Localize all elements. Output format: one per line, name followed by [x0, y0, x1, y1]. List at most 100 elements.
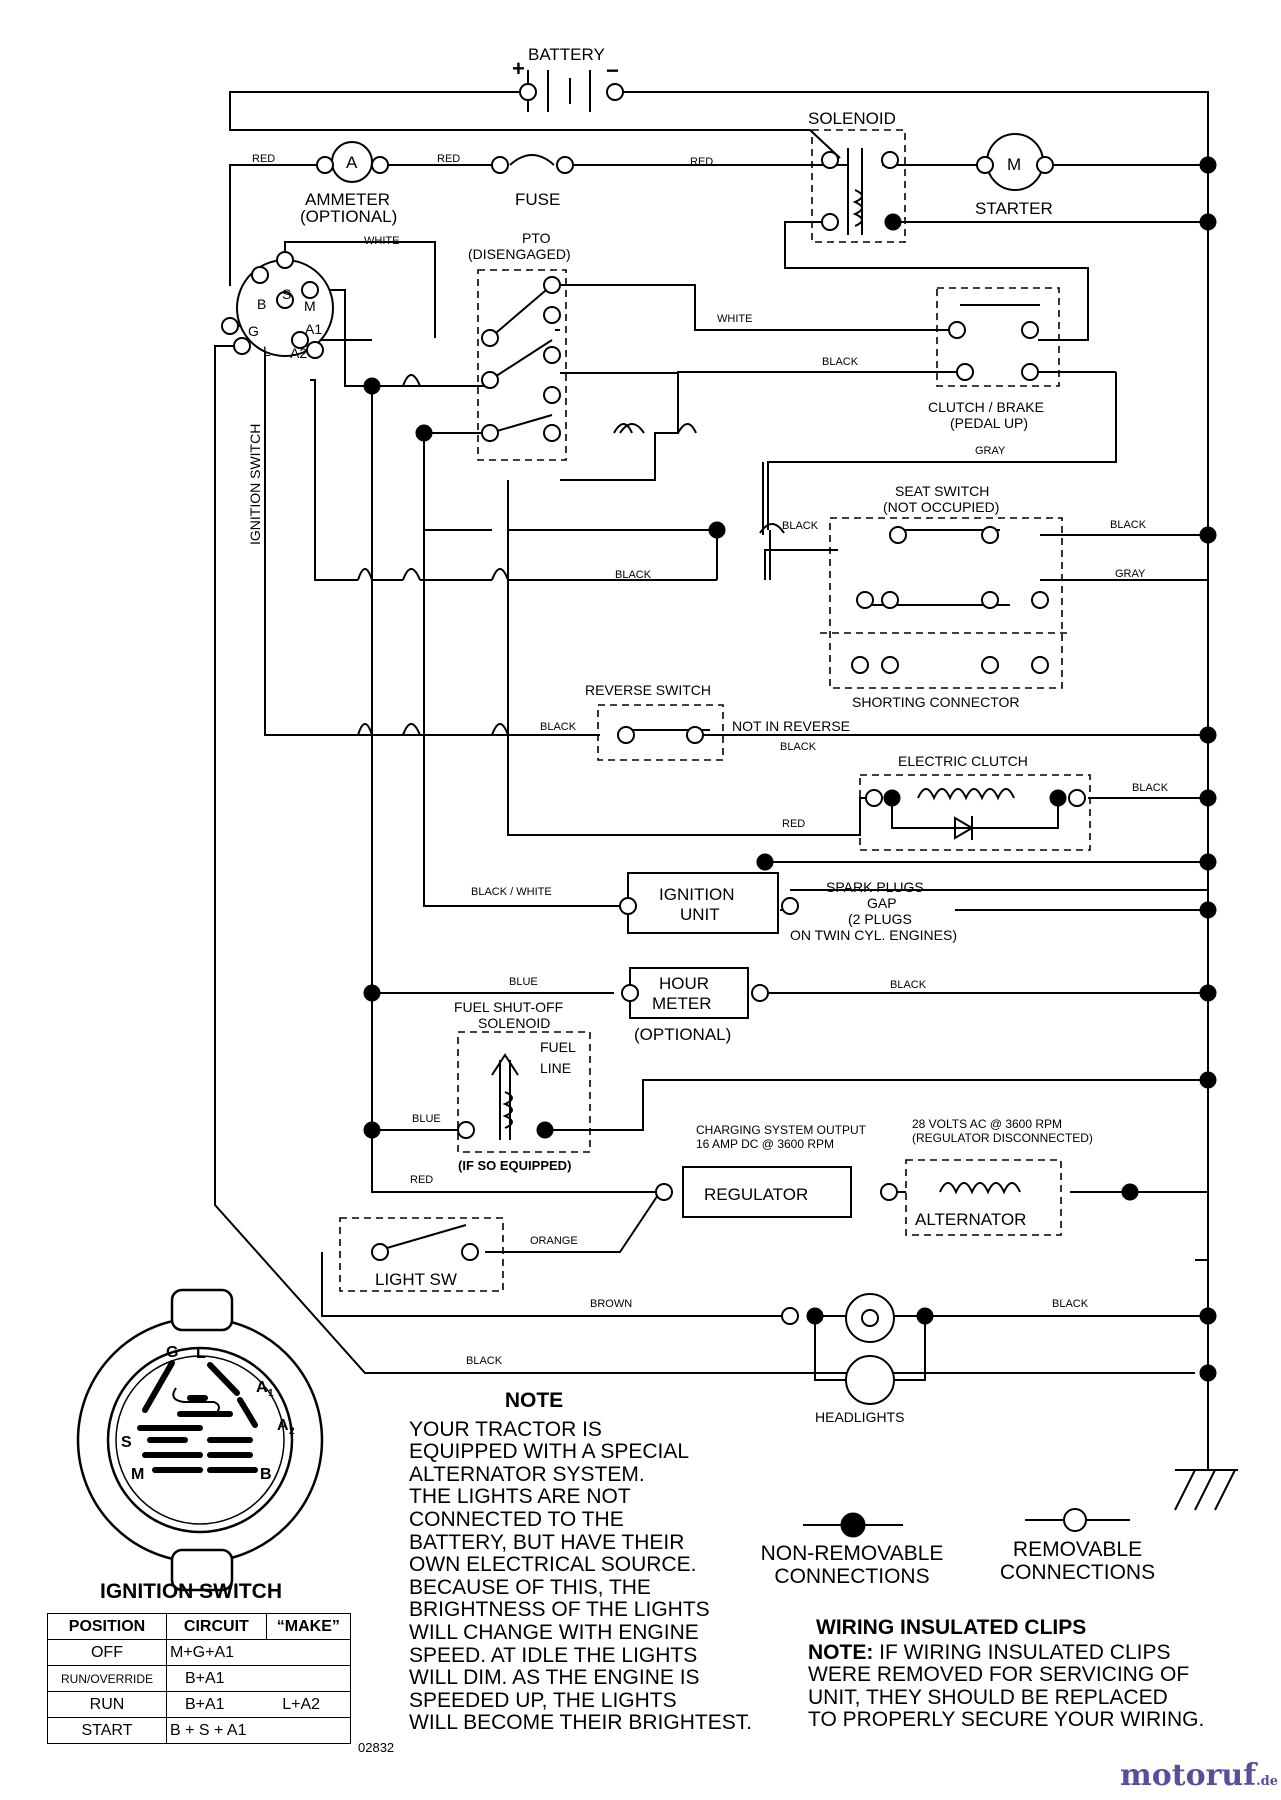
removable-terminal — [619, 897, 637, 915]
ign-terminal-a1: A1 — [305, 321, 322, 337]
non-removable-terminal — [363, 377, 381, 395]
removable-terminal — [889, 526, 907, 544]
note-line: WILL BECOME THEIR BRIGHTEST. — [409, 1711, 753, 1735]
wiring-clips-note: WIRING INSULATED CLIPS NOTE: IF WIRING I… — [808, 1616, 1268, 1732]
headlights-label: HEADLIGHTS — [815, 1409, 904, 1425]
note-line: ALTERNATOR SYSTEM. — [409, 1462, 645, 1486]
table-row: RUN/OVERRIDE B+A1 — [47, 1665, 352, 1692]
non-removable-terminal — [883, 789, 901, 807]
removable-terminal — [543, 386, 561, 404]
wire-red-5: RED — [410, 1174, 433, 1186]
clips-line: TO PROPERLY SECURE YOUR WIRING. — [808, 1708, 1205, 1732]
face-a2: A — [277, 1417, 289, 1434]
solenoid-label: SOLENOID — [808, 109, 896, 128]
removable-terminal — [781, 897, 799, 915]
table-row: RUN B+A1 L+A2 — [47, 1691, 352, 1718]
ignition-unit-label-1: IGNITION — [659, 885, 735, 904]
wire-black-2: BLACK — [782, 520, 819, 532]
cell-circuit: M+G+A1 — [165, 1639, 267, 1666]
wire-white-2: WHITE — [717, 313, 752, 325]
seat-switch-state: (NOT OCCUPIED) — [883, 499, 999, 515]
removable-terminal — [655, 1183, 673, 1201]
switch-table-title: IGNITION SWITCH — [100, 1580, 282, 1603]
connection-nodes — [221, 83, 1217, 1382]
not-in-reverse-label: NOT IN REVERSE — [732, 718, 850, 734]
removable-terminal — [976, 156, 994, 174]
removable-terminal — [221, 317, 239, 335]
ammeter-optional: (OPTIONAL) — [300, 207, 397, 226]
hour-meter-1: HOUR — [659, 974, 709, 993]
removable-terminal — [291, 331, 309, 349]
ign-terminal-a2: A2 — [290, 345, 307, 361]
removable-terminal — [1031, 591, 1049, 609]
non-removable-terminal — [1199, 213, 1217, 231]
removable-terminal — [686, 726, 704, 744]
removable-terminal — [1021, 321, 1039, 339]
spark-plugs-3: (2 PLUGS — [848, 911, 912, 927]
watermark-main: motoruf — [1120, 1758, 1257, 1793]
removable-terminal — [276, 291, 294, 309]
removable-terminal — [276, 251, 294, 269]
clutch-brake-state: (PEDAL UP) — [950, 415, 1028, 431]
if-equipped-label: (IF SO EQUIPPED) — [458, 1158, 571, 1173]
cell-position: OFF — [47, 1639, 167, 1666]
note-line: EQUIPPED WITH A SPECIAL — [409, 1440, 690, 1464]
table-row: OFF M+G+A1 — [47, 1639, 352, 1666]
cell-position: RUN/OVERRIDE — [47, 1665, 167, 1692]
cell-make: L+A2 — [266, 1691, 352, 1718]
non-removable-terminal — [1199, 853, 1217, 871]
ign-terminal-l: L — [263, 343, 271, 359]
note-line: BATTERY, BUT HAVE THEIR — [409, 1530, 685, 1554]
shorting-connector-label: SHORTING CONNECTOR — [852, 694, 1020, 710]
face-a1-sub: 1 — [268, 1388, 274, 1399]
hour-meter-optional: (OPTIONAL) — [634, 1025, 731, 1044]
non-removable-terminal — [1199, 1071, 1217, 1089]
charging-output-1: CHARGING SYSTEM OUTPUT — [696, 1123, 867, 1137]
fuel-solenoid-1: FUEL SHUT-OFF — [454, 999, 563, 1015]
legend-removable: REMOVABLE CONNECTIONS — [990, 1538, 1165, 1584]
wire-black-3: BLACK — [1110, 519, 1147, 531]
wire-red-3: RED — [690, 156, 713, 168]
removable-terminal — [491, 156, 509, 174]
removable-terminal — [543, 276, 561, 294]
note-line: BECAUSE OF THIS, THE — [409, 1575, 651, 1599]
wire-red-1: RED — [252, 153, 275, 165]
starter-symbol: M — [1007, 155, 1021, 174]
fuel-solenoid-2: SOLENOID — [478, 1015, 550, 1031]
non-removable-terminal — [884, 213, 902, 231]
legend-symbols — [803, 1508, 1130, 1538]
removable-terminal — [881, 656, 899, 674]
clips-line: WERE REMOVED FOR SERVICING OF — [808, 1663, 1190, 1687]
non-removable-terminal — [363, 1121, 381, 1139]
note-line: SPEED. AT IDLE THE LIGHTS — [409, 1643, 698, 1667]
note-line: OWN ELECTRICAL SOURCE. — [409, 1553, 697, 1577]
note-line: WILL DIM. AS THE ENGINE IS — [409, 1666, 700, 1690]
legend-nonremovable-line1: NON-REMOVABLE — [760, 1542, 944, 1565]
non-removable-terminal — [1199, 901, 1217, 919]
wire-brown: BROWN — [590, 1298, 632, 1310]
removable-terminal — [519, 83, 537, 101]
ign-terminal-g: G — [248, 323, 259, 339]
cell-position: RUN — [47, 1691, 167, 1718]
legend-nonremovable-line2: CONNECTIONS — [774, 1565, 930, 1588]
starter-label: STARTER — [975, 199, 1053, 218]
removable-terminal — [981, 526, 999, 544]
wire-gray-2: GRAY — [1115, 568, 1146, 580]
wire-black-9: BLACK — [1052, 1298, 1089, 1310]
non-removable-terminal — [1049, 789, 1067, 807]
non-removable-terminal — [1199, 526, 1217, 544]
removable-terminal — [856, 591, 874, 609]
clips-note-label: NOTE: — [808, 1640, 874, 1664]
non-removable-terminal — [806, 1307, 824, 1325]
removable-terminal — [851, 656, 869, 674]
removable-terminal — [306, 341, 324, 359]
face-l: L — [196, 1345, 206, 1362]
ign-terminal-b: B — [257, 296, 266, 312]
removable-terminal — [556, 156, 574, 174]
removable-terminal — [881, 151, 899, 169]
header-make: “MAKE” — [265, 1613, 352, 1640]
face-s: S — [121, 1434, 132, 1451]
light-switch-label: LIGHT SW — [375, 1270, 457, 1289]
wire-black-10: BLACK — [466, 1355, 503, 1367]
charging-output-2: 16 AMP DC @ 3600 RPM — [696, 1137, 834, 1151]
